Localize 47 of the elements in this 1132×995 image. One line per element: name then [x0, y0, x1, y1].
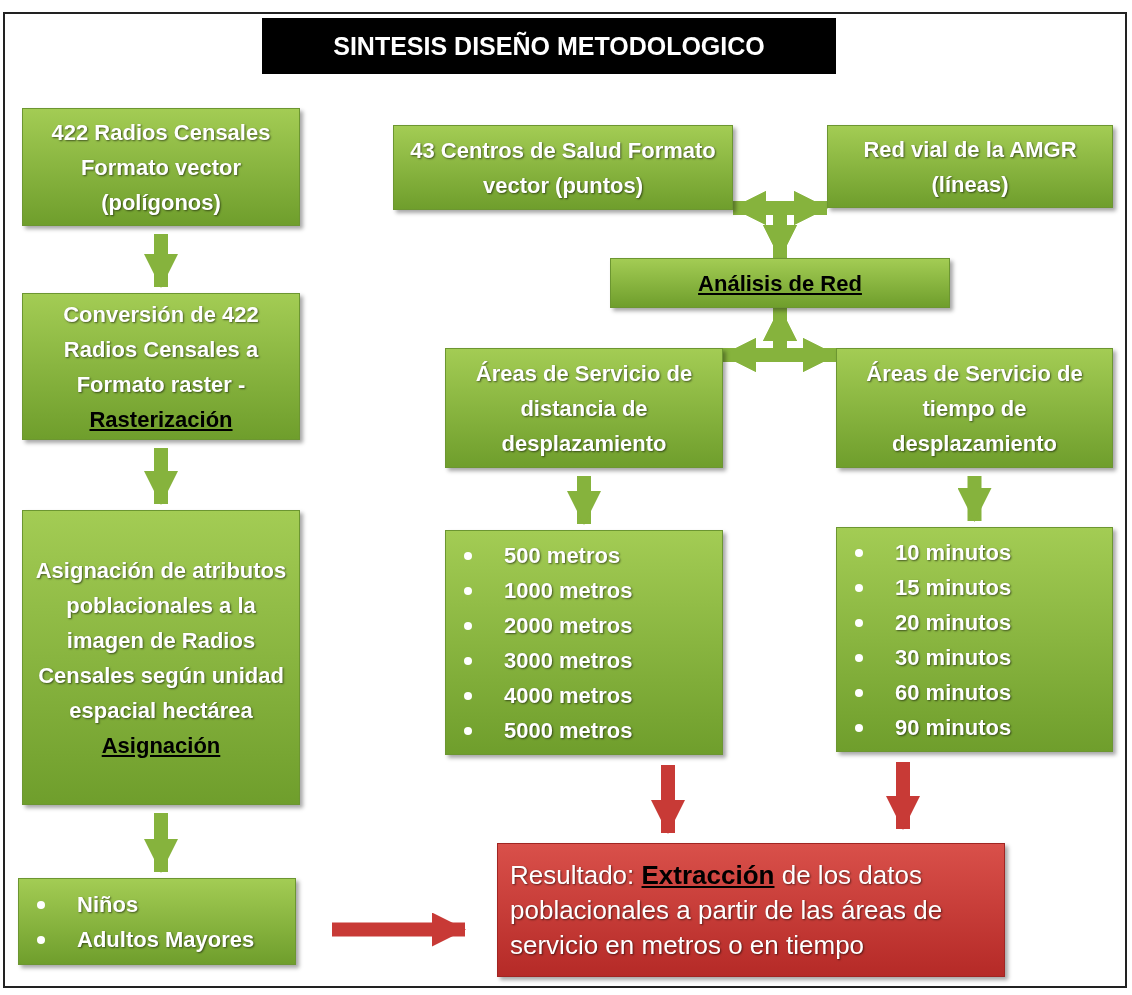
list-item: 1000 metros	[504, 577, 633, 603]
list-item: 5000 metros	[504, 717, 633, 743]
list-item: 4000 metros	[504, 682, 633, 708]
process-box	[610, 258, 950, 308]
process-box	[827, 125, 1113, 208]
box-text: Áreas de Servicio de distancia de desplazamiento	[474, 359, 694, 458]
box-text: Áreas de Servicio de tiempo de desplazamiento	[865, 359, 1084, 458]
process-box	[22, 510, 300, 805]
box-text: Asignación de atributos poblacionales a la imagen de Radios Censales según unidad espacial hectárea	[34, 556, 288, 725]
list-item: 15 minutos	[895, 574, 1012, 600]
list-item: 60 minutos	[895, 679, 1012, 705]
block-arrow	[144, 234, 178, 288]
list-item: 2000 metros	[504, 612, 633, 638]
block-arrow	[957, 476, 992, 522]
block-arrow	[144, 813, 178, 873]
process-box	[22, 293, 300, 440]
title-banner	[262, 18, 836, 74]
box-text: 422 Radios Censales Formato vector (polígonos)	[50, 118, 272, 217]
list-box	[836, 527, 1113, 752]
list-item: Niños	[77, 891, 139, 917]
list-box	[445, 530, 723, 755]
list-item: 10 minutos	[895, 539, 1012, 565]
list-item: 3000 metros	[504, 647, 633, 673]
title: SINTESIS DISEÑO METODOLOGICO	[333, 30, 765, 62]
list-item: 90 minutos	[895, 714, 1012, 740]
result-box	[497, 843, 1005, 977]
process-box	[445, 348, 723, 468]
list-item: 30 minutos	[895, 644, 1012, 670]
box-text: Análisis de Red	[698, 269, 862, 298]
list-item: Adultos Mayores	[77, 926, 255, 952]
process-box	[836, 348, 1113, 468]
box-text: 43 Centros de Salud Formato vector (puntos)	[409, 136, 717, 200]
process-box	[22, 108, 300, 226]
block-arrow	[567, 476, 601, 525]
box-text: Resultado: Extracción de los datos poblacionales a partir de las áreas de servicio en metros o en tiempo	[510, 858, 944, 962]
block-arrow	[651, 765, 685, 834]
block-arrow	[144, 448, 178, 505]
block-arrow	[332, 912, 466, 947]
box-text: Rasterización	[89, 405, 233, 434]
list-box	[18, 878, 296, 965]
box-text: Conversión de 422 Radios Censales a Formato raster -	[62, 300, 260, 399]
list-item: 500 metros	[504, 542, 621, 568]
list-item: 20 minutos	[895, 609, 1012, 635]
box-text: Asignación	[101, 731, 221, 760]
box-text: Red vial de la AMGR (líneas)	[862, 135, 1078, 199]
block-arrow	[886, 762, 920, 830]
process-box	[393, 125, 733, 210]
